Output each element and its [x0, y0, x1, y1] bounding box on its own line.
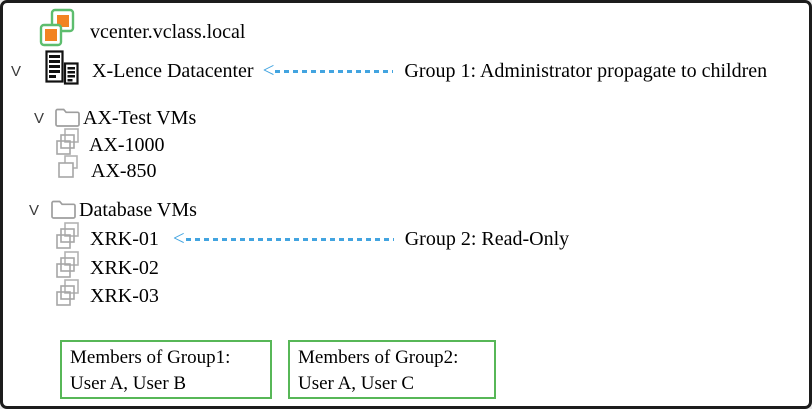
datacenter-label[interactable]: X-Lence Datacenter [92, 59, 254, 82]
vm-label[interactable]: XRK-01 [90, 227, 159, 250]
group1-annotation-text: Group 1: Administrator propagate to chil… [404, 59, 768, 82]
group2-annotation-text: Group 2: Read-Only [404, 227, 570, 250]
group2-members-title: Members of Group2: [298, 347, 459, 368]
tree-row-vm-ax-850[interactable]: AX-850 [58, 155, 157, 187]
vm-label[interactable]: AX-850 [91, 159, 157, 182]
tree-row-folder-database-vms[interactable]: V Database VMs [29, 197, 197, 224]
vm-label[interactable]: XRK-03 [90, 284, 159, 307]
group1-annotation-arrow: < [262, 57, 394, 82]
tree-row-vm-ax-1000[interactable]: AX-1000 [56, 128, 165, 162]
vcenter-label[interactable]: vcenter.vclass.local [90, 20, 246, 43]
arrowhead-left-icon: < [262, 57, 275, 82]
group2-annotation-arrow: < [172, 225, 394, 250]
vm-icon [56, 128, 82, 162]
tree-row-datacenter[interactable]: V X-Lence Datacenter < Group 1: Administ… [11, 50, 768, 92]
group2-members-list: User A, User C [298, 373, 415, 394]
tree-row-folder-ax-test-vms[interactable]: V AX-Test VMs [34, 105, 196, 132]
group1-members-list: User A, User B [70, 373, 187, 394]
tree-row-vm-xrk-02[interactable]: XRK-02 [56, 251, 159, 285]
datacenter-icon [45, 50, 79, 92]
expand-chevron-icon[interactable]: V [34, 110, 45, 127]
group1-members-box: Members of Group1: User A, User B [60, 340, 272, 399]
vm-icon [56, 222, 82, 256]
vm-icon [56, 279, 82, 313]
tree-row-vm-xrk-01[interactable]: XRK-01 < Group 2: Read-Only [56, 222, 570, 256]
tree-row-vm-xrk-03[interactable]: XRK-03 [56, 279, 159, 313]
expand-chevron-icon[interactable]: V [29, 202, 40, 219]
vm-label[interactable]: AX-1000 [89, 133, 165, 156]
folder-label[interactable]: Database VMs [79, 199, 197, 221]
expand-chevron-icon[interactable]: V [11, 62, 22, 80]
group2-members-box: Members of Group2: User A, User C [288, 340, 496, 399]
tree-row-vcenter[interactable]: vcenter.vclass.local [39, 8, 246, 56]
folder-icon [53, 104, 81, 134]
vm-icon [56, 251, 82, 285]
folder-label[interactable]: AX-Test VMs [83, 107, 197, 129]
folder-icon [49, 196, 77, 226]
vm-label[interactable]: XRK-02 [90, 256, 159, 279]
arrowhead-left-icon: < [172, 225, 185, 250]
group1-members-title: Members of Group1: [70, 347, 231, 368]
vm-icon [58, 155, 82, 187]
vcenter-icon [39, 8, 75, 56]
